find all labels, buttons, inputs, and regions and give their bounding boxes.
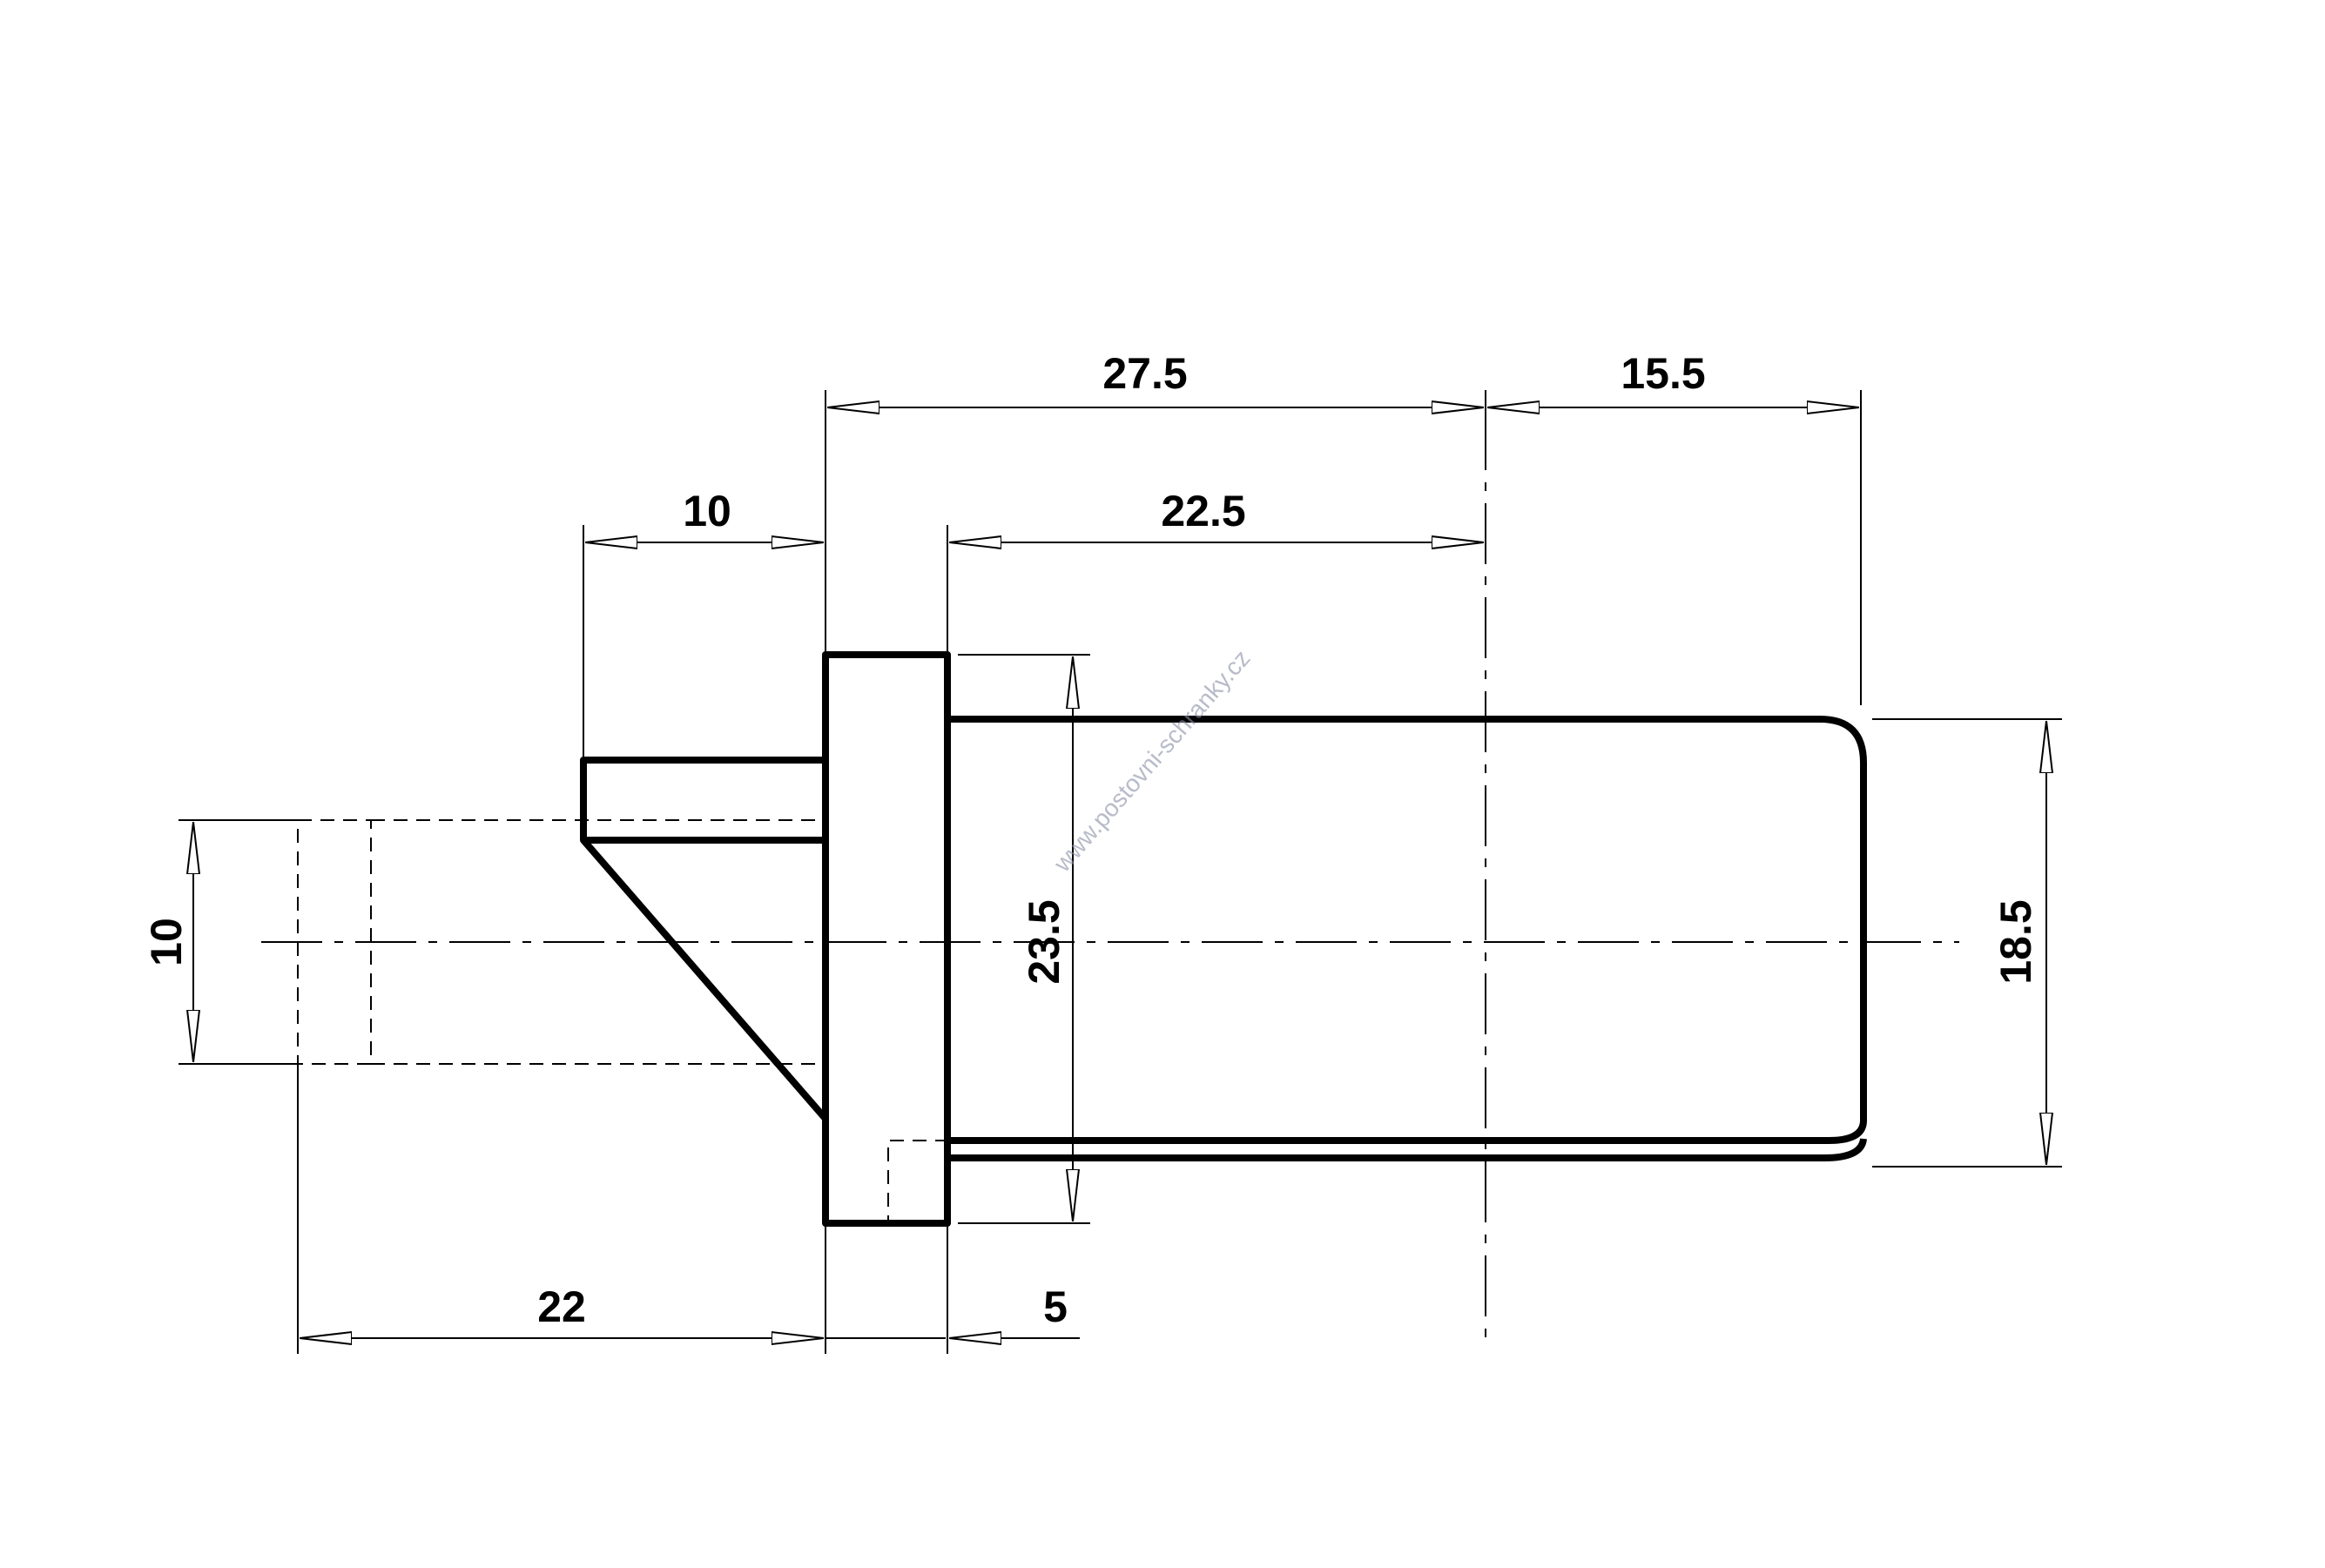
- dim-text-bottom-flange: 5: [1043, 1282, 1068, 1331]
- dim-text-tab-width: 10: [683, 487, 731, 535]
- dim-text-body-length: 22.5: [1161, 487, 1245, 535]
- rib-diagonal: [580, 838, 829, 1121]
- dim-text-hole-height: 10: [142, 918, 191, 966]
- hidden-hole-lines: [297, 819, 949, 1223]
- dim-text-bottom-left: 22: [537, 1282, 586, 1331]
- tab-outline: [580, 757, 826, 844]
- dim-text-top-right: 15.5: [1621, 349, 1705, 398]
- flange-outline: [822, 651, 951, 1227]
- body-outline: [949, 716, 1867, 1144]
- watermark-text: www.postovni-schranky.cz: [1048, 644, 1255, 877]
- part-outline: [580, 651, 1867, 1227]
- dim-text-top-overall: 27.5: [1102, 349, 1187, 398]
- dim-text-body-height: 18.5: [1991, 899, 2040, 984]
- extension-lines: [179, 390, 2062, 1354]
- body-bottom-curve: [1823, 1138, 1867, 1161]
- dim-text-flange-height: 23.5: [1020, 899, 1068, 984]
- dimension-lines: [193, 407, 2046, 1338]
